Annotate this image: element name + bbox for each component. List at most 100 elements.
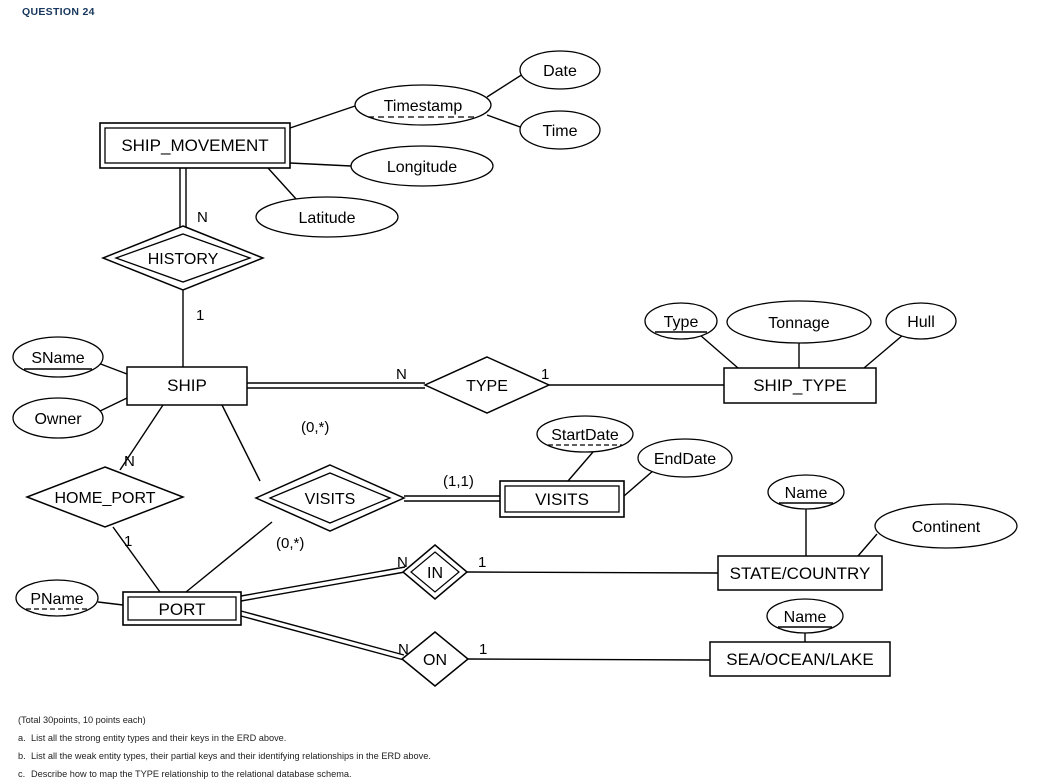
relationship-in[interactable]: IN: [401, 544, 469, 600]
entity-ship[interactable]: SHIP: [126, 366, 248, 406]
relationship-label-visits: VISITS: [305, 491, 356, 508]
attribute-longitude[interactable]: Longitude: [350, 145, 494, 187]
relationship-shapes: HISTORY TYPE VISITS HOME_PORT IN ON: [24, 225, 551, 687]
attribute-tonnage[interactable]: Tonnage: [726, 300, 872, 344]
attribute-label-longitude: Longitude: [387, 159, 457, 176]
entity-label-state-country: STATE/COUNTRY: [730, 564, 871, 583]
line-homeport-port: [112, 526, 161, 593]
cardinality-homeport-1: 1: [124, 533, 132, 550]
line-shiptype-type: [699, 334, 739, 369]
relationship-home-port[interactable]: HOME_PORT: [24, 466, 186, 528]
cardinality-visits-entity: (1,1): [443, 473, 474, 490]
cardinality-homeport-n: N: [124, 453, 135, 470]
attribute-time[interactable]: Time: [519, 110, 601, 150]
attribute-label-tonnage: Tonnage: [768, 315, 829, 332]
relationship-visits[interactable]: VISITS: [254, 464, 406, 532]
question-footer: (Total 30points, 10 points each) a. List …: [18, 712, 1028, 784]
line-shipmovement-longitude: [289, 162, 352, 167]
relationship-label-in: IN: [427, 565, 443, 582]
footer-item-c-text: Describe how to map the TYPE relationshi…: [31, 768, 352, 779]
entity-ship-type[interactable]: SHIP_TYPE: [723, 367, 877, 404]
entity-sea-ocean-lake[interactable]: SEA/OCEAN/LAKE: [709, 641, 891, 677]
cardinality-in-1: 1: [478, 554, 486, 571]
attribute-label-date: Date: [543, 63, 577, 80]
attribute-state-country-name[interactable]: Name: [767, 474, 845, 510]
page-title: QUESTION 24: [22, 6, 95, 18]
attribute-label-pname: PName: [30, 591, 83, 608]
line-visitsent-startdate: [567, 451, 594, 482]
cardinality-history-n: N: [197, 209, 208, 226]
attribute-label-latitude: Latitude: [299, 210, 356, 227]
attribute-sname[interactable]: SName: [12, 336, 104, 378]
attribute-owner[interactable]: Owner: [12, 397, 104, 439]
attribute-latitude[interactable]: Latitude: [255, 196, 399, 238]
footer-item-b-key: b.: [18, 750, 26, 761]
attribute-label-continent: Continent: [912, 519, 981, 536]
line-in-statecountry: [466, 571, 719, 574]
line-ship-visitsrel: [221, 404, 261, 482]
entity-label-port: PORT: [159, 600, 206, 619]
relationship-label-history: HISTORY: [148, 251, 219, 268]
entity-label-ship-type: SHIP_TYPE: [753, 376, 847, 395]
attribute-date[interactable]: Date: [519, 50, 601, 90]
entity-ship-movement[interactable]: SHIP_MOVEMENT: [99, 122, 291, 169]
cardinality-visits-port: (0,*): [276, 535, 304, 552]
line-shipmovement-timestamp: [289, 104, 359, 129]
line-ship-sname: [97, 362, 128, 375]
footer-item-a: a. List all the strong entity types and t…: [18, 730, 1028, 748]
line-port-on-b: [240, 615, 405, 661]
cardinality-labels: N 1 N 1 (0,*) (0,*) (1,1) N 1 N 1 N 1: [124, 209, 549, 658]
entity-label-ship: SHIP: [167, 376, 207, 395]
relationship-history[interactable]: HISTORY: [100, 225, 266, 291]
entity-visits[interactable]: VISITS: [499, 480, 625, 518]
line-port-in-a: [240, 566, 406, 597]
entity-port[interactable]: PORT: [122, 591, 242, 626]
footer-item-a-key: a.: [18, 732, 26, 743]
relationship-label-type: TYPE: [466, 378, 508, 395]
attribute-pname[interactable]: PName: [15, 579, 99, 617]
cardinality-in-n: N: [397, 554, 408, 571]
attribute-label-time: Time: [543, 123, 578, 140]
attribute-sea-ocean-lake-name[interactable]: Name: [766, 598, 844, 634]
attribute-label-enddate: EndDate: [654, 451, 716, 468]
line-ship-homeport: [119, 404, 164, 471]
attribute-enddate[interactable]: EndDate: [637, 438, 733, 478]
attribute-label-type: Type: [664, 314, 699, 331]
cardinality-type-1: 1: [541, 366, 549, 383]
footer-total: (Total 30points, 10 points each): [18, 715, 146, 725]
line-port-on-a: [240, 610, 405, 656]
attribute-label-owner: Owner: [34, 411, 82, 428]
footer-item-b-text: List all the weak entity types, their pa…: [31, 750, 431, 761]
entity-state-country[interactable]: STATE/COUNTRY: [717, 555, 883, 591]
connector-lines: [97, 73, 904, 661]
attribute-startdate[interactable]: StartDate: [536, 415, 634, 453]
cardinality-history-1: 1: [196, 307, 204, 324]
attribute-shapes: Timestamp Date Time Longitude Latitude S…: [12, 50, 1018, 634]
relationship-on[interactable]: ON: [400, 631, 470, 687]
line-ship-owner: [97, 397, 128, 413]
cardinality-on-n: N: [398, 641, 409, 658]
entity-label-visits: VISITS: [535, 490, 589, 509]
attribute-label-hull: Hull: [907, 314, 935, 331]
attribute-type[interactable]: Type: [644, 302, 718, 340]
attribute-label-timestamp: Timestamp: [384, 98, 463, 115]
line-pname-port: [97, 601, 124, 606]
cardinality-visits-ship: (0,*): [301, 419, 329, 436]
attribute-timestamp[interactable]: Timestamp: [354, 84, 492, 126]
attribute-label-sea-ocean-lake-name: Name: [784, 609, 827, 626]
cardinality-type-n: N: [396, 366, 407, 383]
line-timestamp-time: [486, 114, 524, 129]
relationship-type[interactable]: TYPE: [423, 356, 551, 414]
line-timestamp-date: [486, 73, 524, 98]
erd-diagram: SHIP_MOVEMENT SHIP SHIP_TYPE VISITS PORT…: [12, 50, 1018, 687]
footer-item-c: c.Describe how to map the TYPE relations…: [18, 766, 1028, 784]
line-shiptype-hull: [863, 334, 904, 369]
attribute-continent[interactable]: Continent: [874, 503, 1018, 549]
line-visitsent-enddate: [623, 469, 655, 497]
attribute-label-startdate: StartDate: [551, 427, 619, 444]
attribute-label-sname: SName: [31, 350, 84, 367]
attribute-hull[interactable]: Hull: [885, 302, 957, 340]
footer-item-a-text: List all the strong entity types and the…: [31, 732, 287, 743]
line-shipmovement-latitude: [267, 167, 298, 201]
entity-label-sea-ocean-lake: SEA/OCEAN/LAKE: [726, 650, 873, 669]
